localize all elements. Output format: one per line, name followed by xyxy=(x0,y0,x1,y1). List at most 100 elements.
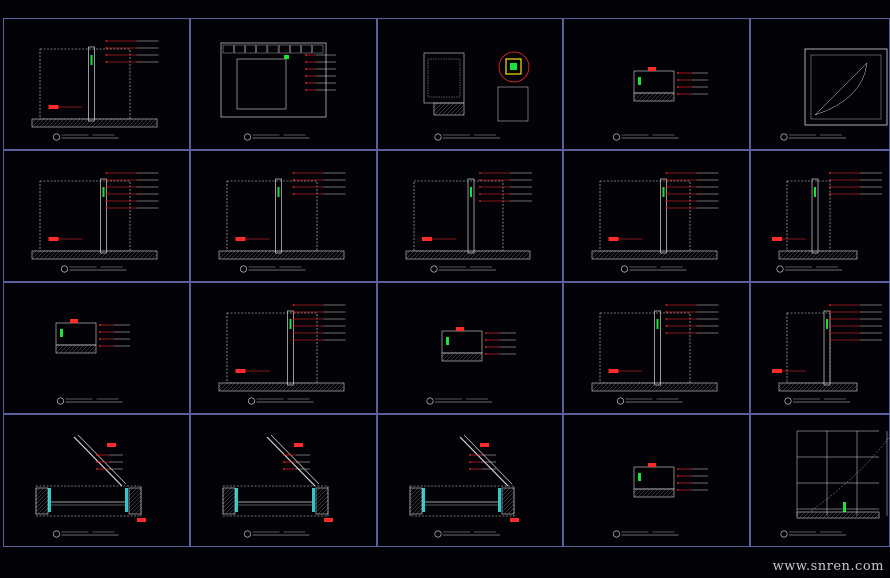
detail-drawing xyxy=(218,304,346,405)
hatch-pattern xyxy=(778,382,858,392)
detail-cell-r3-c2[interactable] xyxy=(190,282,377,414)
hatch-pattern xyxy=(31,118,158,128)
detail-title-block xyxy=(430,265,496,273)
leader-lines xyxy=(665,172,719,209)
detail-drawing xyxy=(409,434,519,538)
watermark: www.snren.com xyxy=(772,559,884,574)
detail-cell-r1-c1[interactable] xyxy=(3,18,190,150)
small-section-detail xyxy=(633,67,675,94)
hatch-pattern xyxy=(796,511,880,519)
detail-drawing xyxy=(780,430,889,538)
detail-cell-r3-c4[interactable] xyxy=(563,282,750,414)
detail-cell-r3-c1[interactable] xyxy=(3,282,190,414)
section-detail xyxy=(599,178,691,254)
detail-title-block xyxy=(780,530,846,538)
hatch-pattern xyxy=(55,344,97,354)
detail-cell-r1-c5[interactable] xyxy=(750,18,890,150)
tile-grid-detail xyxy=(796,430,889,516)
leader-lines xyxy=(99,324,130,347)
leader-lines xyxy=(105,40,159,63)
detail-title-block xyxy=(776,265,842,273)
section-detail xyxy=(599,310,691,386)
hatch-pattern xyxy=(409,487,423,515)
column-section-detail xyxy=(423,51,530,122)
hatch-pattern xyxy=(405,250,531,260)
section-detail xyxy=(413,178,504,254)
leader-lines xyxy=(305,54,336,91)
hatch-pattern xyxy=(633,488,675,498)
window-section-detail xyxy=(35,434,146,522)
section-detail xyxy=(772,310,831,386)
window-section-detail xyxy=(222,434,333,522)
detail-title-block xyxy=(247,397,314,405)
detail-drawing xyxy=(591,304,719,405)
hatch-pattern xyxy=(35,487,49,515)
detail-drawing xyxy=(35,434,146,538)
detail-title-block xyxy=(243,530,310,538)
detail-cell-r2-c3[interactable] xyxy=(377,150,563,282)
detail-title-block xyxy=(56,397,123,405)
detail-title-block xyxy=(612,530,679,538)
hatch-pattern xyxy=(591,382,718,392)
leader-lines xyxy=(677,468,708,491)
detail-cell-r4-c5[interactable] xyxy=(750,414,890,547)
detail-cell-r1-c3[interactable] xyxy=(377,18,563,150)
detail-title-block xyxy=(612,133,679,141)
leader-lines xyxy=(485,332,516,355)
leader-lines xyxy=(829,304,882,341)
detail-cell-r4-c1[interactable] xyxy=(3,414,190,547)
window-section-detail xyxy=(409,434,519,522)
leader-lines xyxy=(96,454,123,470)
leader-lines xyxy=(292,172,346,195)
detail-cell-r3-c5[interactable] xyxy=(750,282,890,414)
detail-cell-r4-c3[interactable] xyxy=(377,414,563,547)
detail-drawing xyxy=(222,434,333,538)
detail-cell-r1-c2[interactable] xyxy=(190,18,377,150)
hatch-pattern xyxy=(128,487,142,515)
detail-drawing xyxy=(220,42,336,141)
detail-cell-r2-c4[interactable] xyxy=(563,150,750,282)
detail-drawing xyxy=(31,40,159,141)
hatch-pattern xyxy=(778,250,858,260)
hatch-pattern xyxy=(31,250,158,260)
door-plan-detail xyxy=(804,48,888,126)
hatch-pattern xyxy=(218,250,345,260)
detail-title-block xyxy=(616,397,683,405)
detail-title-block xyxy=(620,265,687,273)
detail-cell-r2-c2[interactable] xyxy=(190,150,377,282)
detail-drawing xyxy=(405,172,532,273)
detail-cell-r2-c5[interactable] xyxy=(750,150,890,282)
hatch-pattern xyxy=(591,250,718,260)
detail-title-block xyxy=(784,397,850,405)
detail-drawing xyxy=(31,172,159,273)
detail-drawing xyxy=(218,172,346,273)
detail-cell-r3-c3[interactable] xyxy=(377,282,563,414)
detail-title-block xyxy=(434,133,500,141)
small-section-detail xyxy=(441,327,483,354)
detail-drawing xyxy=(612,67,708,141)
hatch-pattern xyxy=(218,382,345,392)
leader-lines xyxy=(677,72,708,95)
leader-lines xyxy=(665,304,719,334)
leader-lines xyxy=(479,172,532,202)
detail-title-block xyxy=(239,265,306,273)
section-detail xyxy=(39,46,131,122)
detail-cell-r1-c4[interactable] xyxy=(563,18,750,150)
leader-lines xyxy=(283,454,310,470)
leader-lines xyxy=(105,172,159,209)
detail-title-block xyxy=(52,133,119,141)
leader-lines xyxy=(292,304,346,341)
hatch-pattern xyxy=(441,352,483,362)
detail-drawing xyxy=(423,51,530,141)
hatch-pattern xyxy=(433,102,465,116)
detail-cell-r2-c1[interactable] xyxy=(3,150,190,282)
small-section-detail xyxy=(633,463,675,490)
detail-cell-r4-c4[interactable] xyxy=(563,414,750,547)
detail-cell-r4-c2[interactable] xyxy=(190,414,377,547)
small-section-detail xyxy=(55,319,97,346)
detail-drawing xyxy=(426,327,516,405)
plan-detail xyxy=(220,42,327,118)
hatch-pattern xyxy=(315,487,329,515)
hatch-pattern xyxy=(501,487,515,515)
